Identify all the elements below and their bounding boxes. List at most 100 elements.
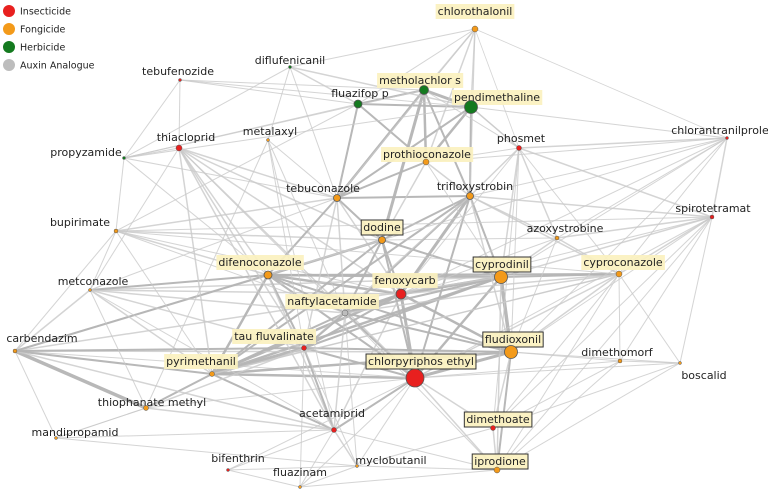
- node-naftylacetamide[interactable]: [341, 309, 349, 317]
- node-phosmet[interactable]: [516, 145, 522, 151]
- edge-mandipropamid-thiophanate: [55, 407, 147, 439]
- edge-bifenthrin-chlorpyriphos: [227, 377, 416, 471]
- edge-cyproconazole-pyrimethanil: [211, 273, 620, 375]
- node-label-metalaxyl: metalaxyl: [243, 125, 297, 138]
- node-tebufenozide[interactable]: [178, 78, 182, 82]
- node-cyproconazole[interactable]: [615, 270, 623, 278]
- node-spirotetramat[interactable]: [709, 214, 715, 220]
- node-fludioxonil[interactable]: [504, 345, 518, 359]
- edge-cyproconazole-boscalid: [618, 273, 681, 364]
- node-label-dodine: dodine: [363, 221, 401, 234]
- node-label-prothioconazole: prothioconazole: [383, 148, 471, 161]
- edge-dimethoate-myclobutanil: [356, 427, 494, 467]
- label-highlight-taufluvalinate: [232, 329, 317, 344]
- node-thiophanate[interactable]: [143, 405, 149, 411]
- node-metholachlor[interactable]: [419, 85, 429, 95]
- edge-diflufenicanil-tebuconazole: [289, 66, 338, 199]
- node-boscalid[interactable]: [678, 361, 682, 365]
- edge-tebuconazole-taufluvalinate: [303, 197, 338, 349]
- edge-fludioxonil-taufluvalinate: [303, 347, 512, 353]
- node-metalaxyl[interactable]: [266, 138, 270, 142]
- edge-cyproconazole-dimethoate: [492, 273, 620, 429]
- node-chlorantranilprole[interactable]: [725, 136, 729, 140]
- node-iprodione[interactable]: [493, 466, 501, 474]
- legend-label-1: Fongicide: [20, 25, 66, 36]
- edge-metalaxyl-acetamiprid: [267, 139, 335, 431]
- edge-chlorothalonil-diflufenicanil: [289, 28, 476, 68]
- edge-metconazole-thiophanate: [89, 289, 147, 409]
- node-fluazifop[interactable]: [353, 99, 363, 109]
- edge-fenoxycarb-spirotetramat: [400, 216, 713, 295]
- node-mandipropamid[interactable]: [54, 436, 58, 440]
- edge-spirotetramat-fludioxonil: [510, 216, 713, 353]
- edge-naftylacetamide-cyproconazole: [344, 273, 620, 314]
- edge-chlorantranilprole-fludioxonil: [510, 137, 728, 353]
- node-label-taufluvalinate: tau fluvalinate: [234, 330, 314, 343]
- edge-tebuconazole-bupirimate: [115, 197, 338, 232]
- node-chlorothalonil[interactable]: [471, 25, 479, 33]
- node-cyprodinil[interactable]: [494, 270, 508, 284]
- edge-trifloxystrobin-taufluvalinate: [303, 195, 471, 349]
- node-label-iprodione: iprodione: [474, 455, 526, 468]
- node-taufluvalinate[interactable]: [301, 345, 307, 351]
- node-label-myclobutanil: myclobutanil: [355, 454, 426, 467]
- edge-taufluvalinate-fluazinam: [299, 347, 305, 488]
- legend-swatch-1: [3, 23, 15, 35]
- node-acetamiprid[interactable]: [331, 427, 337, 433]
- node-fenoxycarb[interactable]: [395, 288, 407, 300]
- legend-label-2: Herbicide: [20, 43, 65, 54]
- node-fluazinam[interactable]: [298, 485, 302, 489]
- node-pyrimethanil[interactable]: [209, 371, 215, 377]
- node-dodine[interactable]: [378, 236, 386, 244]
- legend-label-3: Auxin Analogue: [20, 61, 95, 72]
- node-label-difenoconazole: difenoconazole: [218, 256, 301, 269]
- edge-tebuconazole-naftylacetamide: [336, 197, 346, 314]
- edge-bupirimate-pyrimethanil: [115, 230, 213, 375]
- edge-cyprodinil-chlorantranilprole: [500, 137, 728, 278]
- edge-chlorantranilprole-azoxystrobine: [556, 137, 728, 239]
- edge-difenoconazole-carbendazim: [14, 274, 269, 352]
- edge-spirotetramat-trifloxystrobin: [469, 195, 713, 218]
- node-label-fluazinam: fluazinam: [273, 466, 327, 479]
- edge-pyrimethanil-trifloxystrobin: [211, 195, 471, 375]
- node-difenoconazole[interactable]: [263, 270, 273, 280]
- edge-chlorantranilprole-trifloxystrobin: [469, 137, 728, 197]
- edge-mandipropamid-acetamiprid: [55, 429, 335, 439]
- node-propyzamide[interactable]: [122, 156, 126, 160]
- edge-difenoconazole-cyproconazole: [267, 273, 620, 276]
- edge-spirotetramat-chlorpyriphos: [414, 216, 713, 379]
- node-chlorpyriphos[interactable]: [405, 368, 425, 388]
- node-thiacloprid[interactable]: [175, 144, 183, 152]
- edge-naftylacetamide-iprodione: [344, 312, 498, 471]
- edge-fluazifop-chlorothalonil: [357, 28, 476, 105]
- edge-myclobutanil-bifenthrin: [227, 465, 358, 471]
- node-bifenthrin[interactable]: [226, 468, 230, 472]
- node-carbendazim[interactable]: [12, 348, 18, 354]
- node-diflufenicanil[interactable]: [288, 65, 292, 69]
- node-label-acetamiprid: acetamiprid: [299, 407, 365, 420]
- edge-difenoconazole-thiacloprid: [178, 147, 269, 276]
- node-bupirimate[interactable]: [113, 228, 119, 234]
- edge-pyrimethanil-carbendazim: [14, 350, 213, 375]
- node-label-tebufenozide: tebufenozide: [142, 65, 214, 78]
- node-trifloxystrobin[interactable]: [466, 192, 474, 200]
- edge-thiacloprid-taufluvalinate: [178, 147, 305, 349]
- node-dimethomorf[interactable]: [617, 358, 623, 364]
- node-label-fludioxonil: fludioxonil: [485, 333, 541, 346]
- node-tebuconazole[interactable]: [333, 194, 341, 202]
- label-highlight-dodine: [360, 219, 404, 236]
- node-dimethoate[interactable]: [490, 425, 496, 431]
- edge-phosmet-cyprodinil: [500, 147, 520, 278]
- node-prothioconazole[interactable]: [422, 158, 430, 166]
- edge-phosmet-cyproconazole: [518, 147, 620, 275]
- node-azoxystrobine[interactable]: [554, 235, 560, 241]
- node-metconazole[interactable]: [88, 288, 92, 292]
- edge-azoxystrobine-dodine: [381, 237, 558, 241]
- label-highlight-pyrimethanil: [164, 354, 238, 369]
- node-label-propyzamide: propyzamide: [50, 146, 122, 159]
- node-pendimethaline[interactable]: [464, 100, 478, 114]
- edge-chlorothalonil-prothioconazole: [425, 28, 476, 163]
- edge-carbendazim-metconazole: [14, 289, 91, 352]
- node-myclobutanil[interactable]: [355, 464, 359, 468]
